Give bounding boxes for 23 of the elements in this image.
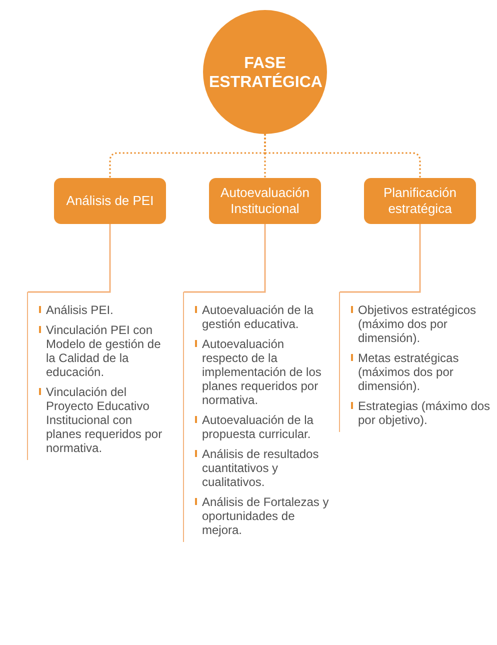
list-item-text: Análisis de Fortalezas y oportunidades de mejora. <box>202 495 330 537</box>
dotted-connector <box>264 134 421 178</box>
category-box <box>209 178 321 224</box>
list-item-text: Autoevaluación de la propuesta curricular. <box>202 413 314 441</box>
list-item-text: Autoevaluación respecto de la implementación de los planes requeridos por normativa. <box>202 337 322 407</box>
list-item-text: Metas estratégicas (máximos dos por dimensión). <box>358 351 460 393</box>
phase-title: FASE ESTRATÉGICA <box>209 54 321 92</box>
connector-line <box>184 224 266 293</box>
connector-line <box>340 224 421 293</box>
list-item-text: Vinculación PEI con Modelo de gestión de la Calidad de la educación. <box>46 323 162 379</box>
category-title: Análisis de PEI <box>66 193 154 209</box>
category-box <box>54 178 166 224</box>
bracket-list <box>339 292 492 432</box>
list-item-text: Vinculación del Proyecto Educativo Institucional con planes requeridos por normativa. <box>46 385 164 455</box>
category-box <box>364 178 476 224</box>
list-item-text: Estrategias (máximo dos por objetivo). <box>358 399 492 427</box>
category-title: Autoevaluación Institucional <box>220 185 310 217</box>
list-item-text: Análisis PEI. <box>46 303 114 317</box>
list-item-text: Autoevaluación de la gestión educativa. <box>202 303 314 331</box>
category-title: Planificación estratégica <box>382 185 458 217</box>
list-item-text: Análisis de resultados cuantitativos y cualitativos. <box>202 447 320 489</box>
connector-line <box>28 224 111 293</box>
list-item-text: Objetivos estratégicos (máximo dos por dimensión). <box>358 303 478 345</box>
